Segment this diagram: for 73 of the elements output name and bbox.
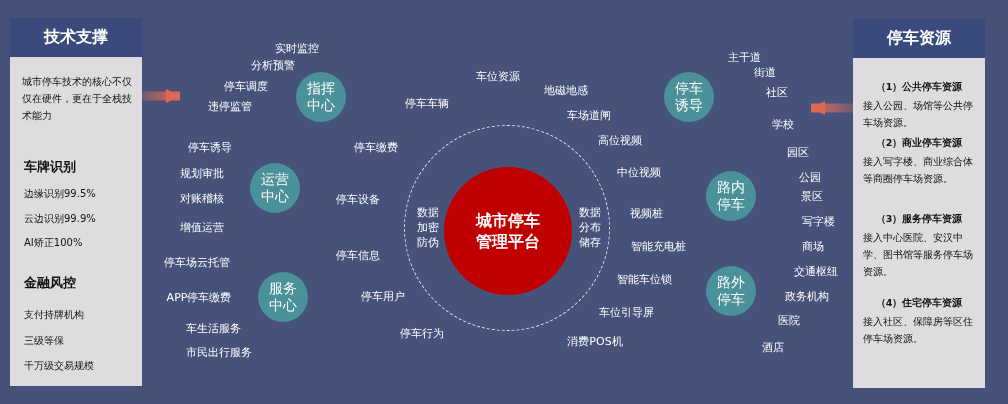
info-panel bbox=[10, 18, 142, 386]
item-label: 主干道 bbox=[727, 49, 761, 65]
center-circle: 路内停车 bbox=[706, 171, 756, 221]
item-label: 公园 bbox=[799, 169, 821, 185]
center-circle: 服务中心 bbox=[258, 272, 308, 322]
item-label: 增值运营 bbox=[180, 219, 224, 235]
center-circle: 停车诱导 bbox=[664, 72, 714, 122]
list-item: AI矫正100% bbox=[24, 236, 84, 250]
item-label: 智能充电桩 bbox=[630, 238, 686, 254]
item-label: 违停监管 bbox=[208, 98, 252, 114]
item-label: 对账稽核 bbox=[180, 190, 224, 206]
item-label: 规划审批 bbox=[180, 165, 224, 181]
ring-label: 数据加密防伪 bbox=[416, 205, 440, 250]
item-label: 停车信息 bbox=[336, 247, 380, 263]
arrow bbox=[142, 88, 180, 104]
item-label: 停车设备 bbox=[336, 191, 380, 207]
item-label: 街道 bbox=[754, 64, 776, 80]
center-circle: 指挥中心 bbox=[296, 72, 346, 122]
section-heading: （1）公共停车资源 bbox=[874, 81, 964, 94]
arrow bbox=[811, 100, 853, 116]
description-text: 接入中心医院、安汉中学、图书馆等服务停车场资源。 bbox=[863, 231, 974, 279]
description-text: 接入社区、保障房等区住停车场资源。 bbox=[863, 315, 974, 346]
panel-header: 技术支撑 bbox=[10, 18, 142, 57]
item-label: 消费POS机 bbox=[567, 333, 623, 349]
item-label: 停车缴费 bbox=[354, 139, 398, 155]
ring-label: 数据分布储存 bbox=[578, 205, 602, 250]
platform-circle: 城市停车管理平台 bbox=[444, 167, 572, 295]
item-label: 园区 bbox=[787, 144, 809, 160]
item-label: 分析预警 bbox=[251, 57, 295, 73]
section-heading: （3）服务停车资源 bbox=[874, 213, 964, 226]
description-text: 城市停车技术的核心不仅仅在硬件，更在于全栈技术能力 bbox=[22, 75, 132, 123]
item-label: 政务机构 bbox=[785, 288, 829, 304]
section-heading: 车牌识别 bbox=[24, 158, 77, 176]
item-label: 停车用户 bbox=[361, 288, 405, 304]
section-heading: （2）商业停车资源 bbox=[874, 137, 964, 150]
item-label: 医院 bbox=[778, 312, 800, 328]
item-label: 车场道闸 bbox=[567, 107, 611, 123]
info-panel bbox=[853, 19, 985, 388]
list-item: 三级等保 bbox=[24, 334, 65, 348]
item-label: 交通枢纽 bbox=[794, 263, 838, 279]
list-item: 支付持牌机构 bbox=[24, 308, 85, 322]
center-circle: 运营中心 bbox=[250, 163, 300, 213]
item-label: 学校 bbox=[772, 116, 794, 132]
list-item: 云边识别99.9% bbox=[24, 212, 97, 226]
item-label: 市民出行服务 bbox=[186, 344, 252, 360]
item-label: 停车场云托管 bbox=[164, 254, 230, 270]
item-label: 智能车位锁 bbox=[616, 271, 672, 287]
section-heading: 金融风控 bbox=[24, 274, 77, 292]
item-label: 地磁地感 bbox=[544, 82, 588, 98]
list-item: 边缘识别99.5% bbox=[24, 187, 97, 201]
item-label: 停车行为 bbox=[400, 325, 444, 341]
item-label: 车位引导屏 bbox=[598, 304, 654, 320]
item-label: 车生活服务 bbox=[185, 320, 241, 336]
item-label: 高位视频 bbox=[598, 132, 642, 148]
item-label: 社区 bbox=[766, 84, 788, 100]
item-label: 停车车辆 bbox=[405, 95, 449, 111]
item-label: 写字楼 bbox=[801, 213, 835, 229]
item-label: 商场 bbox=[802, 238, 824, 254]
item-label: 停车调度 bbox=[224, 78, 268, 94]
item-label: 实时监控 bbox=[275, 40, 319, 56]
item-label: 视频桩 bbox=[629, 205, 663, 221]
item-label: 车位资源 bbox=[476, 68, 520, 84]
description-text: 接入写字楼、商业综合体等商圈停车场资源。 bbox=[863, 155, 974, 186]
item-label: 酒店 bbox=[762, 339, 784, 355]
item-label: 景区 bbox=[801, 188, 823, 204]
item-label: 中位视频 bbox=[617, 164, 661, 180]
description-text: 接入公园、场馆等公共停车场资源。 bbox=[863, 99, 974, 130]
list-item: 千万级交易规模 bbox=[24, 359, 95, 373]
panel-header: 停车资源 bbox=[853, 19, 985, 58]
item-label: 停车诱导 bbox=[188, 139, 232, 155]
item-label: APP停车缴费 bbox=[166, 289, 232, 305]
center-circle: 路外停车 bbox=[706, 266, 756, 316]
section-heading: （4）住宅停车资源 bbox=[874, 297, 964, 310]
